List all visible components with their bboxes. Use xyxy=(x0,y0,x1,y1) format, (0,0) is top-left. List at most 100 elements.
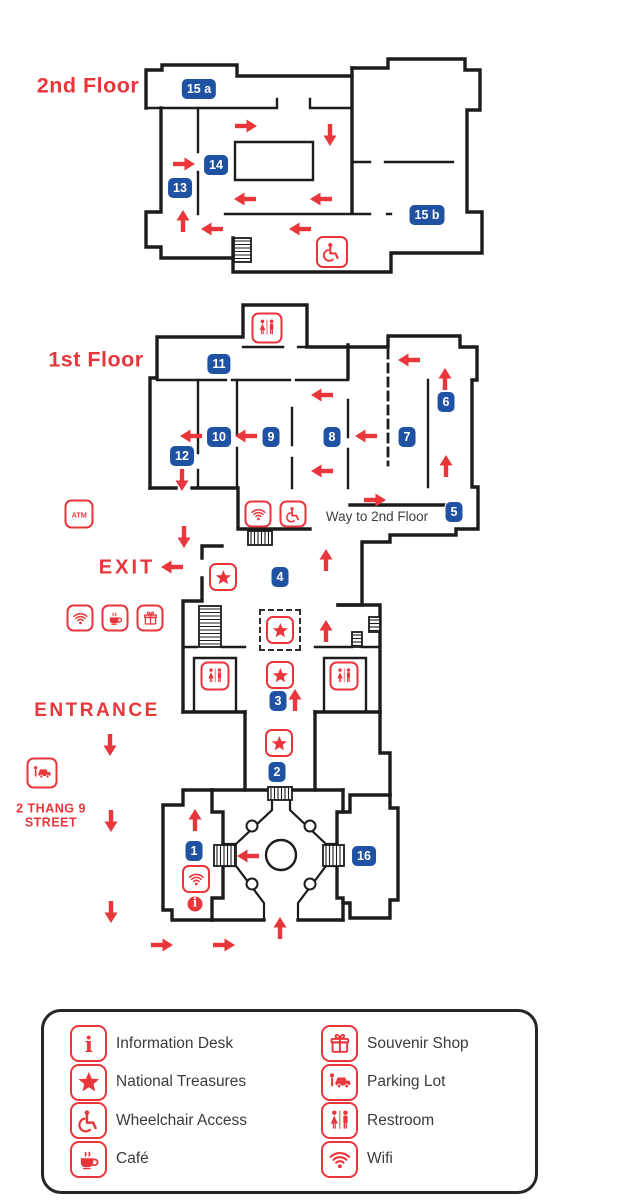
legend-label: National Treasures xyxy=(116,1073,247,1091)
direction-arrow-left xyxy=(289,222,311,236)
restroom-icon xyxy=(251,312,283,344)
exhibit-badge-13: 13 xyxy=(168,178,192,198)
legend-item: National Treasures xyxy=(70,1063,247,1101)
direction-arrow-right xyxy=(173,157,195,171)
svg-text:i: i xyxy=(84,1032,92,1056)
direction-arrow-left xyxy=(311,464,333,478)
legend-label: Parking Lot xyxy=(367,1073,446,1091)
outer-wall xyxy=(144,63,354,110)
legend: i Information Desk National Treasures Wh… xyxy=(41,1009,538,1194)
entrance-label: ENTRANCE xyxy=(34,700,160,722)
direction-arrow-down xyxy=(175,469,189,491)
exhibit-badge-3: 3 xyxy=(269,691,287,711)
hall-column xyxy=(245,877,259,891)
exhibit-badge-16: 16 xyxy=(352,846,376,866)
direction-arrow-left xyxy=(355,429,377,443)
outer-wall xyxy=(148,486,312,531)
legend-label: Restroom xyxy=(367,1111,435,1129)
exhibit-badge-2: 2 xyxy=(268,762,286,782)
inner-wall xyxy=(144,97,354,110)
cafe-icon xyxy=(101,604,129,632)
outer-wall xyxy=(341,793,400,920)
stairs xyxy=(368,616,381,633)
legend-column-right: Souvenir Shop Parking Lot Restroom Wifi xyxy=(321,1025,469,1178)
direction-arrow-left xyxy=(237,849,259,863)
direction-arrow-up xyxy=(438,368,452,390)
floor-label-floor-2: 2nd Floor xyxy=(36,73,140,98)
direction-arrow-down xyxy=(323,124,337,146)
stairs xyxy=(267,786,293,801)
stairs xyxy=(198,605,222,648)
exhibit-badge-5: 5 xyxy=(445,502,463,522)
outer-wall xyxy=(181,544,224,714)
exhibit-badge-14: 14 xyxy=(204,155,228,175)
direction-arrow-right xyxy=(364,493,386,507)
star-icon xyxy=(209,563,237,591)
legend-item: Café xyxy=(70,1140,247,1178)
direction-arrow-right xyxy=(213,938,235,952)
direction-arrow-left xyxy=(234,192,256,206)
direction-arrow-up xyxy=(188,809,202,831)
outer-wall xyxy=(341,793,392,814)
hall-column xyxy=(303,877,317,891)
stairs xyxy=(233,237,252,263)
wifi-icon xyxy=(321,1140,358,1178)
exhibit-badge-6: 6 xyxy=(437,392,455,412)
legend-item: Wheelchair Access xyxy=(70,1102,247,1140)
direction-arrow-left xyxy=(201,222,223,236)
wifi-icon xyxy=(182,865,210,893)
exhibit-badge-7: 7 xyxy=(398,427,416,447)
hall-column xyxy=(245,819,259,833)
direction-arrow-left xyxy=(180,429,202,443)
star-icon xyxy=(265,729,293,757)
legend-item: Souvenir Shop xyxy=(321,1025,469,1062)
star-icon xyxy=(266,661,294,689)
direction-arrow-up xyxy=(319,620,333,642)
way-to-2nd-floor-label: Way to 2nd Floor xyxy=(325,509,429,525)
legend-item: Wifi xyxy=(321,1140,469,1178)
legend-item: Restroom xyxy=(321,1102,469,1140)
octagon-wall xyxy=(296,864,339,922)
souvenir-shop-icon xyxy=(321,1025,358,1062)
wifi-icon xyxy=(244,500,272,528)
outer-wall xyxy=(335,788,345,922)
parking-lot-icon xyxy=(321,1063,358,1101)
direction-arrow-down xyxy=(103,734,117,756)
national-treasures-icon xyxy=(70,1063,107,1101)
direction-arrow-down xyxy=(177,526,191,548)
legend-label: Wheelchair Access xyxy=(116,1111,247,1129)
exhibit-badge-4: 4 xyxy=(271,567,289,587)
wifi-icon xyxy=(66,604,94,632)
information-desk-icon: i xyxy=(70,1025,107,1062)
direction-arrow-up xyxy=(273,917,287,939)
outer-wall xyxy=(243,710,317,792)
legend-label: Souvenir Shop xyxy=(367,1034,469,1052)
stairs xyxy=(213,844,237,867)
exhibit-badge-9: 9 xyxy=(262,427,280,447)
hall-column xyxy=(303,819,317,833)
exhibit-badge-15a: 15 a xyxy=(181,79,217,99)
exhibit-badge-12: 12 xyxy=(170,446,194,466)
cafe-icon xyxy=(70,1140,107,1178)
wheelchair-icon xyxy=(279,500,307,528)
star-icon xyxy=(266,616,294,644)
direction-arrow-left xyxy=(235,429,257,443)
outer-wall xyxy=(336,603,382,714)
stairs xyxy=(322,844,345,867)
outer-wall xyxy=(161,788,214,922)
direction-arrow-left xyxy=(310,192,332,206)
exhibit-badge-15b: 15 b xyxy=(409,205,445,225)
wheelchair-icon xyxy=(316,236,348,268)
outer-wall xyxy=(231,57,484,274)
gift-icon xyxy=(136,604,164,632)
restroom-icon xyxy=(321,1102,358,1140)
restroom-icon xyxy=(200,661,230,691)
outer-wall xyxy=(378,710,392,797)
legend-column-left: i Information Desk National Treasures Wh… xyxy=(70,1025,247,1178)
outer-wall xyxy=(210,788,225,922)
inner-wall xyxy=(233,140,315,182)
direction-arrow-down xyxy=(104,810,118,832)
direction-arrow-up xyxy=(288,689,302,711)
exhibit-badge-11: 11 xyxy=(207,354,231,374)
